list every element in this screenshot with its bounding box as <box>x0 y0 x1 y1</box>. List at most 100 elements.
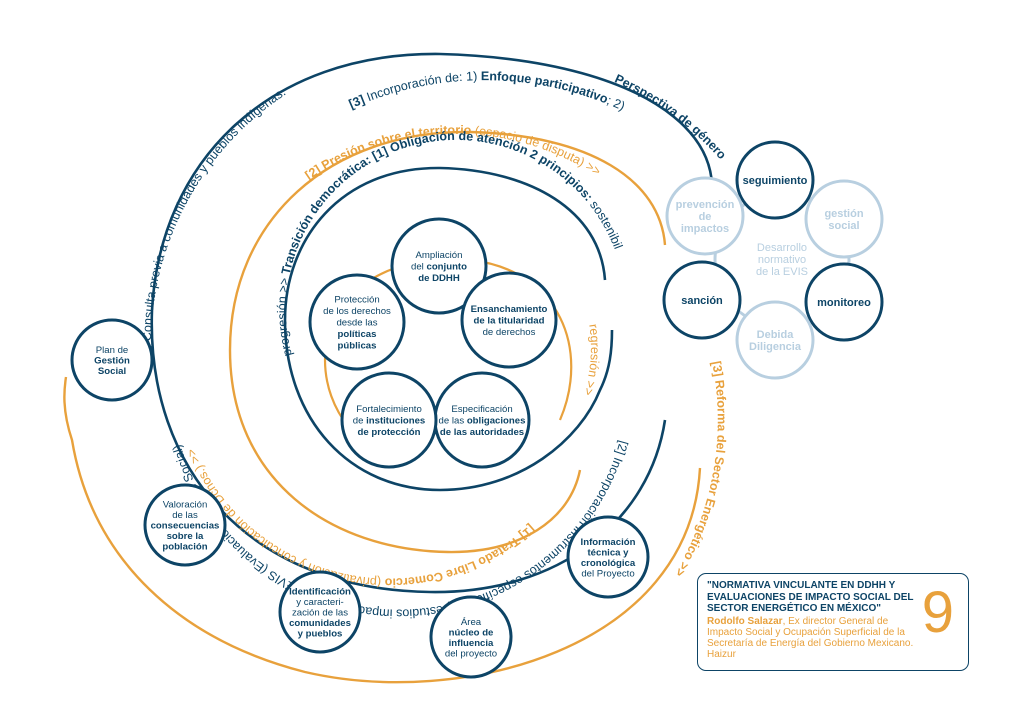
node-ampliacion-line: de DDHH <box>418 273 460 284</box>
node-text-span: comunidades <box>289 618 351 629</box>
node-text-span: de las <box>172 510 198 521</box>
spiral-orange-outer-arc <box>63 376 702 684</box>
node-valoracion-line: de las <box>172 510 198 521</box>
info-title: "NORMATIVA VINCULANTE EN DDHH Y EVALUACI… <box>707 580 914 614</box>
spiral-navy-outer-arc <box>150 52 714 594</box>
node-area-nucleo-line: núcleo de <box>449 627 494 638</box>
node-proteccion-line: de los derechos <box>323 306 391 317</box>
node-text-span: de los derechos <box>323 306 391 317</box>
evis-monitoreo: monitoreo <box>804 262 884 342</box>
node-proteccion-line: públicas <box>338 341 377 352</box>
node-informacion-line: del Proyecto <box>581 568 634 579</box>
node-area-nucleo-line: del proyecto <box>445 648 497 659</box>
evis-monitoreo-label: monitoreo <box>817 297 871 309</box>
node-text-span: del <box>411 262 426 273</box>
node-valoracion-line: Valoración <box>163 500 208 511</box>
info-box: "NORMATIVA VINCULANTE EN DDHH Y EVALUACI… <box>697 573 969 671</box>
node-proteccion-line: desde las <box>336 318 377 329</box>
node-fortalecimiento-line: de protección <box>358 427 421 438</box>
node-text-span: Especificación <box>451 404 512 415</box>
info-author-desc: , Ex director General de Impacto Social … <box>707 616 914 660</box>
node-text-span: técnica y <box>587 547 629 558</box>
spiral <box>63 52 714 684</box>
evis-monitoreo-circle <box>804 262 884 342</box>
arc-text-incorporacion: [3] Incorporación de: 1) Enfoque partici… <box>347 69 627 113</box>
arc-bold: Perspectiva de género <box>613 72 730 163</box>
node-informacion-circle <box>566 515 650 599</box>
node-fortalecimiento-circle <box>340 371 438 469</box>
node-identificacion-line: Identificación <box>289 587 351 598</box>
evis-debida-diligencia-label: Diligencia <box>749 341 802 353</box>
node-proteccion-line: políticas <box>338 329 377 340</box>
node-text-span: públicas <box>338 341 377 352</box>
node-text-span: de las autoridades <box>440 427 524 438</box>
node-text-span: Área <box>461 617 482 628</box>
node-fortalecimiento-line: de instituciones <box>353 416 426 427</box>
node-text-span: y pueblos <box>298 629 343 640</box>
arc-light: Incorporación de: 1) <box>361 69 481 105</box>
node-text-span: Valoración <box>163 500 208 511</box>
info-author-name: Rodolfo Salazar <box>707 616 783 627</box>
evis-prevencion-label: de <box>699 211 712 223</box>
node-text-span: de la titularidad <box>474 316 545 327</box>
node-text-span: Información <box>581 537 636 548</box>
node-text-span: Ampliación <box>416 250 463 261</box>
arc-tail: ; 2) <box>605 93 627 113</box>
node-identificacion-line: comunidades <box>289 618 351 629</box>
node-area-nucleo-circle <box>429 595 513 679</box>
arc-light: progresión >> <box>275 273 295 358</box>
node-plan-gestion-circle <box>70 318 154 402</box>
node-text-span: y caracteri- <box>296 597 343 608</box>
node-text-span: Plan de <box>96 345 129 356</box>
node-proteccion-line: Protección <box>334 295 379 306</box>
node-text-span: obligaciones <box>467 416 526 427</box>
node-ampliacion-line: Ampliación <box>416 250 463 261</box>
node-informacion-line: técnica y <box>587 547 629 558</box>
evis-sancion-label: sanción <box>681 295 723 307</box>
node-text-span: del proyecto <box>445 648 497 659</box>
spiral-navy-inner-arc <box>283 166 614 492</box>
node-ensanchamiento-line: de la titularidad <box>474 316 545 327</box>
node-valoracion-line: consecuencias <box>151 521 220 532</box>
node-text-span: consecuencias <box>151 521 220 532</box>
node-informacion-line: Información <box>581 537 636 548</box>
node-ensanchamiento-line: de derechos <box>483 327 536 338</box>
arc-text-regresion: regresión >> <box>581 323 602 397</box>
arc-light: regresión >> <box>581 323 602 397</box>
arc-bold: [1] Obligación de atención 2 principios: <box>367 129 596 204</box>
node-valoracion-line: sobre la <box>167 531 204 542</box>
node-informacion-line: cronológica <box>581 558 636 569</box>
node-text-span: Ensanchamiento <box>471 304 548 315</box>
arc-light: ; 3) Consulta previa a comunidades y pue… <box>140 85 288 364</box>
spiral-orange-middle-arc <box>228 130 667 554</box>
node-especificacion-line: de las obligaciones <box>439 416 526 427</box>
evis-seguimiento-label: seguimiento <box>743 175 808 187</box>
evis-debida-diligencia-circle <box>735 300 815 380</box>
node-ensanchamiento-circle <box>460 271 558 369</box>
node-ampliacion-circle <box>390 217 488 315</box>
node-proteccion-circle <box>308 273 406 371</box>
evis-center-line: de la EVIS <box>756 266 808 278</box>
node-text-span: conjunto <box>426 262 467 273</box>
node-text-span: sobre la <box>167 531 204 542</box>
node-text-span: población <box>162 542 207 553</box>
node-identificacion-line: zación de las <box>292 608 348 619</box>
node-text-span: Social <box>98 366 126 377</box>
node-text-span: de las <box>439 416 467 427</box>
